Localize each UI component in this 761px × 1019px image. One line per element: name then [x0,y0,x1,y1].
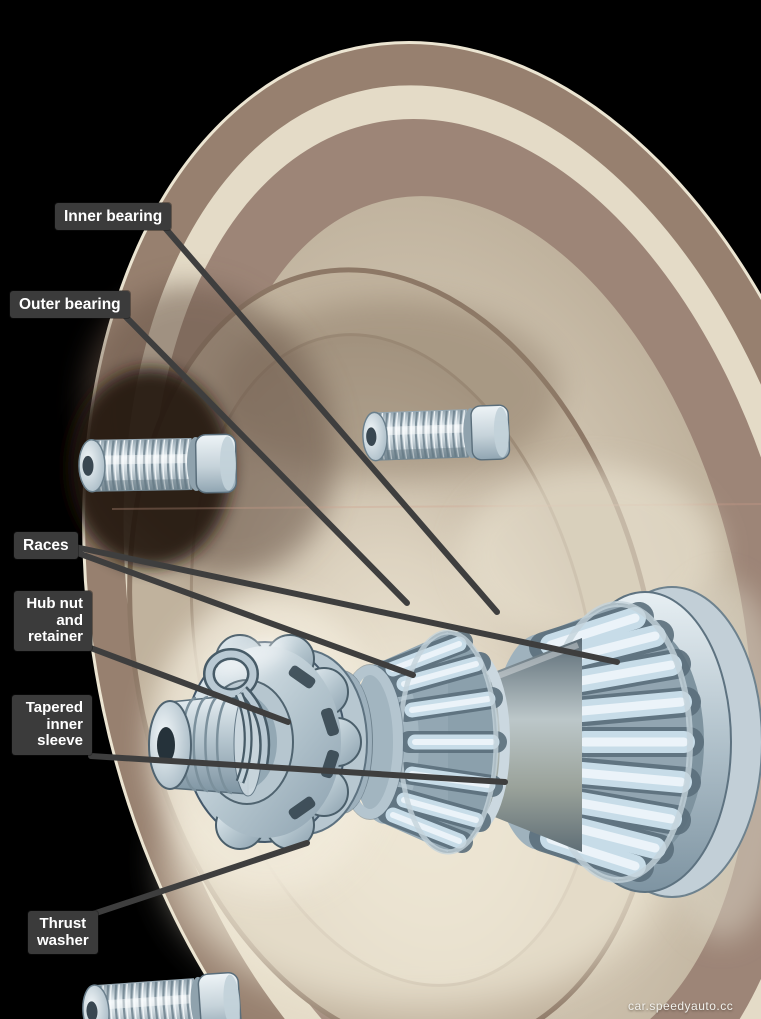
leader-hub-nut [85,644,291,725]
hub-assembly [148,586,761,898]
leader-races-inner [72,544,620,665]
label-inner-bearing: Inner bearing [55,203,172,231]
leader-outer-bearing [123,314,410,606]
wheel-stud-center [360,403,511,465]
leader-tapered-sleeve [88,753,508,785]
label-races: Races [14,532,78,560]
leader-inner-bearing [163,226,500,615]
wheel-stud-left [77,433,238,497]
watermark: car.speedyauto.cc [628,999,734,1013]
leader-lines [72,226,620,920]
label-outer-bearing: Outer bearing [10,291,130,319]
leader-races-outer [72,549,416,678]
label-thrust-washer: Thrust washer [28,911,98,954]
leader-thrust-washer [81,840,310,920]
label-hub-nut-and-retainer: Hub nut and retainer [14,591,92,651]
label-tapered-inner-sleeve: Tapered inner sleeve [12,695,92,755]
